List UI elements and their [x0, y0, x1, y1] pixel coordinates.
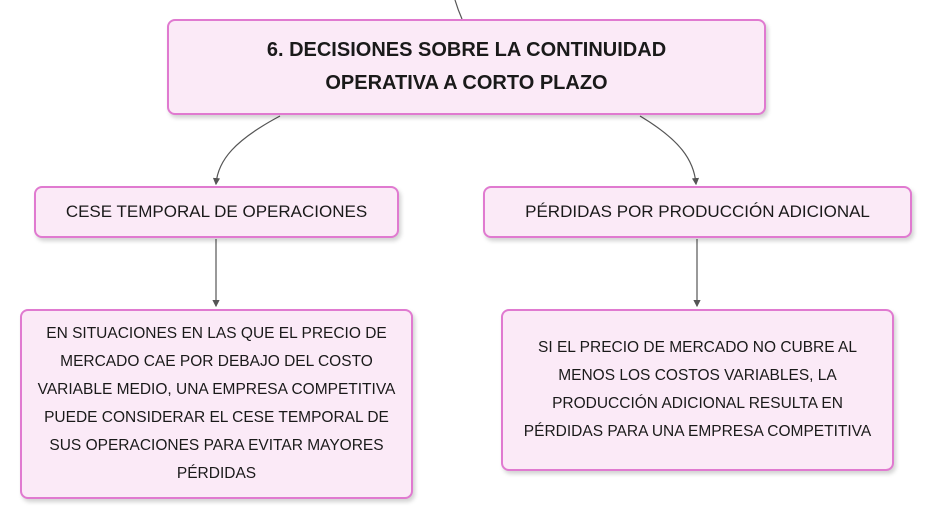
- connector-main-to-right-branch: [639, 115, 700, 186]
- main-topic-label: 6. DECISIONES SOBRE LA CONTINUIDAD OPERA…: [266, 39, 667, 94]
- branch-node-cese-temporal[interactable]: CESE TEMPORAL DE OPERACIONES: [34, 186, 399, 238]
- detail-text-cese-temporal: EN SITUACIONES EN LAS QUE EL PRECIO DE M…: [37, 325, 396, 482]
- detail-node-cese-temporal[interactable]: EN SITUACIONES EN LAS QUE EL PRECIO DE M…: [20, 309, 413, 499]
- detail-node-perdidas-produccion[interactable]: SI EL PRECIO DE MERCADO NO CUBRE AL MENO…: [501, 309, 894, 471]
- detail-text-perdidas-produccion: SI EL PRECIO DE MERCADO NO CUBRE AL MENO…: [523, 339, 872, 440]
- connector-main-to-left-branch: [212, 115, 281, 186]
- main-topic-node[interactable]: 6. DECISIONES SOBRE LA CONTINUIDAD OPERA…: [167, 19, 766, 115]
- branch-node-perdidas-produccion[interactable]: PÉRDIDAS POR PRODUCCIÓN ADICIONAL: [483, 186, 912, 238]
- branch-label-cese-temporal: CESE TEMPORAL DE OPERACIONES: [65, 202, 368, 221]
- branch-label-perdidas-produccion: PÉRDIDAS POR PRODUCCIÓN ADICIONAL: [525, 202, 870, 221]
- connector-from-parent: [454, 0, 463, 20]
